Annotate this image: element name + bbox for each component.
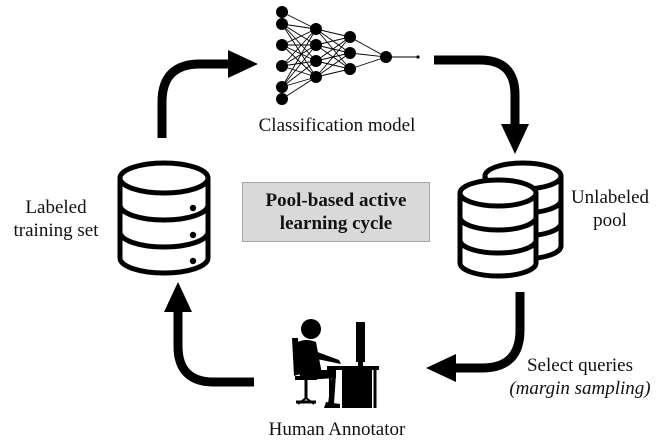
cycle-title-line1: Pool-based active [265,190,407,211]
database-icon [117,160,211,276]
arrow-pool-to-annotator [426,292,525,382]
arrow-annotator-to-labeled [164,282,254,387]
unlabeled-label-line1: Unlabeled [570,187,650,208]
arrow-labeled-to-model [157,50,258,138]
annotator-label: Human Annotator [268,419,406,440]
unlabeled-label-line2: pool [593,210,627,231]
cycle-title-box: Pool-based active learning cycle [242,182,430,242]
margin-sampling-text: (margin sampling) [509,378,651,399]
cycle-title-line2: learning cycle [279,213,393,234]
unlabeled-pool-label: Unlabeled pool [560,186,660,232]
neural-network-icon [276,6,420,105]
cycle-arrows [157,50,529,387]
person-at-computer-icon [292,319,379,408]
select-queries-text: Select queries [526,355,634,376]
database-stack-icon [457,160,564,279]
arrow-model-to-pool [434,55,529,154]
database-front-icon [457,177,539,279]
labeled-label-line2: training set [13,220,99,241]
model-label: Classification model [258,115,416,136]
labeled-training-set-label: Labeled training set [4,196,108,242]
select-queries-label: Select queries (margin sampling) [500,354,660,400]
labeled-label-line1: Labeled [25,197,87,218]
